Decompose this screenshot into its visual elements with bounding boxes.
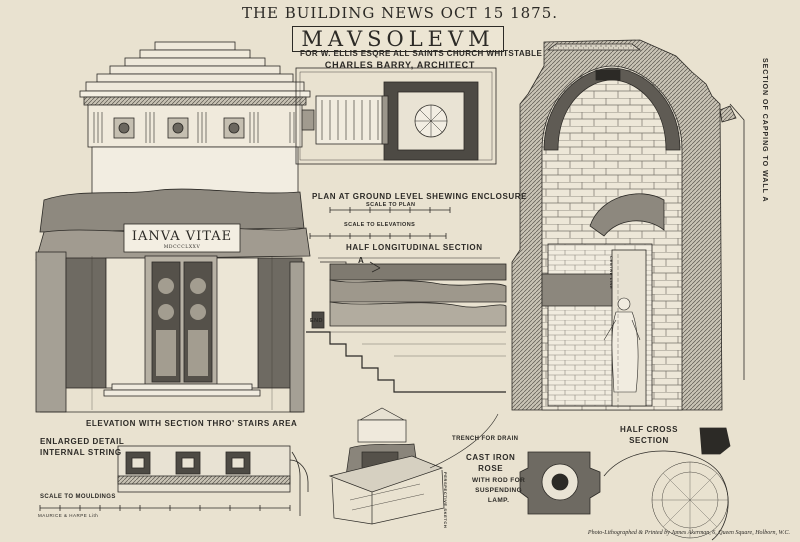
sketch-label: PERSPECTIVE SKETCH [443, 472, 448, 529]
lithographer-credit: MAURICE & HARPE Lith [38, 513, 99, 518]
scale-bars [39, 207, 451, 511]
section-marker: A [358, 256, 365, 265]
scale-elevation-label: SCALE TO ELEVATIONS [344, 222, 416, 228]
string-course-detail [117, 445, 309, 493]
cross-section [511, 39, 745, 411]
scale-mouldings-label: SCALE TO MOULDINGS [40, 494, 116, 500]
capping-label: SECTION OF CAPPING TO WALL A [761, 58, 768, 203]
half-cross-label: HALF CROSS SECTION [620, 425, 678, 445]
inscription-date: MDCCCLXXV [163, 245, 201, 250]
figure-illustration [603, 297, 641, 393]
printer-credit: Photo-Lithographed & Printed by James Ak… [587, 530, 790, 536]
plan-label: PLAN AT GROUND LEVEL SHEWING ENCLOSURE [312, 192, 528, 201]
page-title: MAVSOLEVM [292, 26, 504, 52]
inscription-text: IANVA VITAE [131, 229, 233, 244]
elevation-drawing [35, 41, 311, 413]
end-label: END [310, 318, 323, 324]
cast-iron-rose [519, 427, 731, 541]
rod-label: WITH ROD FOR SUSPENDING LAMP. [472, 477, 526, 504]
detail-label: ENLARGED DETAIL INTERNAL STRING [40, 437, 125, 457]
cast-iron-label: CAST IRON ROSE [466, 453, 516, 473]
scale-plan-label: SCALE TO PLAN [366, 202, 416, 208]
perspective-sketch [328, 407, 445, 525]
divider-line [291, 451, 301, 516]
section-label: HALF LONGITUDINAL SECTION [346, 243, 483, 252]
subtitle: FOR W. ELLIS ESQRE ALL SAINTS CHURCH WHI… [300, 49, 543, 58]
header-title: THE BUILDING NEWS OCT 15 1875. [241, 4, 559, 22]
architect-credit: CHARLES BARRY, ARCHITECT [324, 60, 476, 70]
longitudinal-section [306, 257, 507, 393]
trench-line [429, 413, 499, 469]
plan-drawing [295, 67, 497, 165]
centre-line-label: CENTRE LINE [609, 256, 614, 290]
elevation-label: ELEVATION WITH SECTION THRO' STAIRS AREA [86, 419, 298, 428]
trench-label: TRENCH FOR DRAIN [452, 436, 519, 442]
